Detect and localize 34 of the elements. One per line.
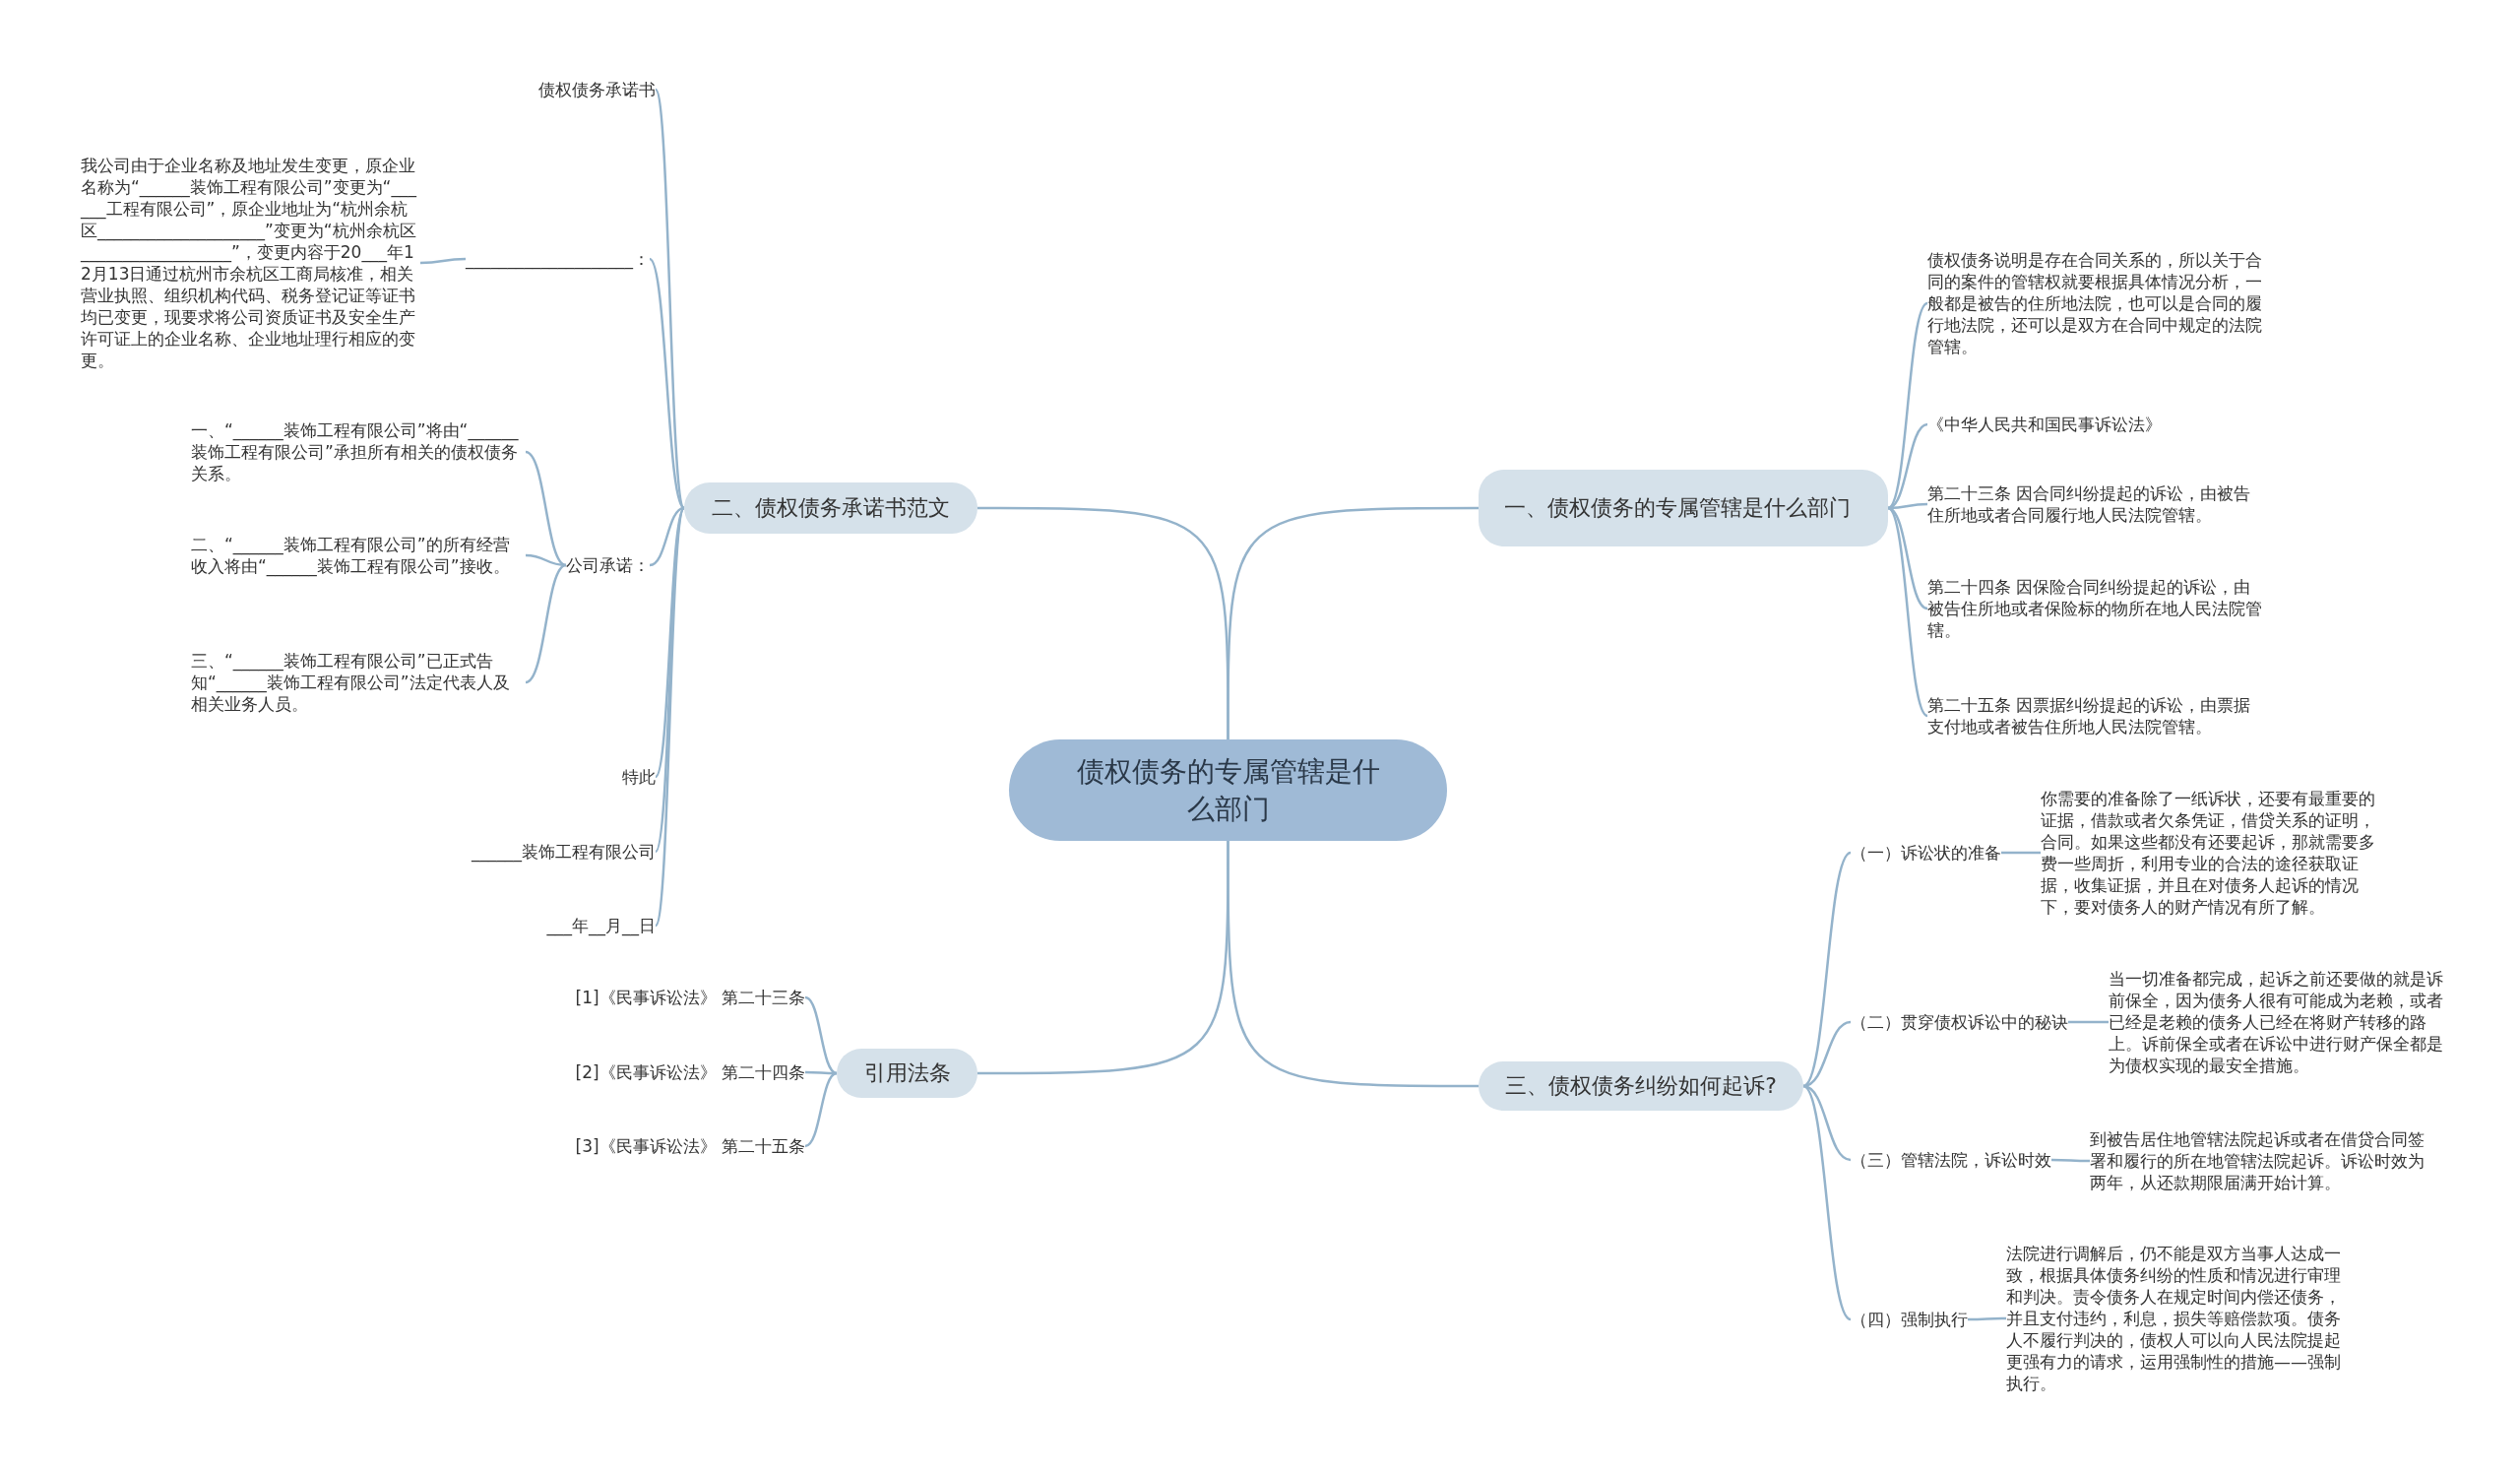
connector-line (1887, 507, 1928, 717)
connector-line (525, 450, 567, 567)
connector-line (2051, 1158, 2090, 1163)
connector-line (1887, 506, 1928, 610)
connector-line (525, 563, 567, 684)
subtopic-text: 我公司由于企业名称及地址发生变更，原企业名称为“______装饰工程有限公司”变更为“______工程有限公司”，原企业地址为“杭州余杭区____________________”变更为“杭州余杭区__________________”，变更内容于20___年12月13日通过杭州市余杭区工商局核准，相关营业执照、组织机构代码、税务登记证等证书均已变更，现要求将公司资质证书及安全生产许可证上的企业名称、企业地址理行相应的变更。 (81, 155, 420, 371)
connector-line (977, 841, 1229, 1075)
subtopic-text: ______装饰工程有限公司 (472, 841, 656, 863)
connector-line (977, 506, 1229, 739)
central-topic: 债权债务的专属管辖是什么部门 (1009, 739, 1447, 841)
connector-line (2001, 851, 2041, 855)
main-topic: 三、债权债务纠纷如何起诉? (1479, 1061, 1803, 1111)
connector-line (1802, 1085, 1852, 1320)
connector-line (1802, 852, 1852, 1087)
connector-line (649, 258, 685, 509)
connector-line (420, 257, 466, 265)
connector-line (1887, 302, 1928, 509)
subtopic-text: ___年__月__日 (546, 915, 656, 936)
main-topic: 二、债权债务承诺书范文 (684, 482, 977, 534)
connector-line (805, 1070, 837, 1075)
subtopic-text: 债权债务承诺书 (538, 79, 656, 100)
subtopic-text: [2]《民事诉讼法》 第二十四条 (575, 1061, 805, 1083)
connector-line (804, 1071, 838, 1148)
main-topic: 引用法条 (837, 1049, 977, 1098)
connector-line (1968, 1316, 2006, 1321)
connector-line (649, 506, 685, 567)
subtopic-text: [1]《民事诉讼法》 第二十三条 (575, 987, 805, 1008)
connector-line (804, 995, 838, 1075)
connector-line (2068, 1020, 2109, 1024)
subtopic-text: [3]《民事诉讼法》 第二十五条 (575, 1135, 805, 1157)
connector-line (1802, 1084, 1852, 1162)
connector-line (1802, 1020, 1852, 1088)
main-topic: 一、债权债务的专属管辖是什么部门 (1479, 470, 1888, 546)
subtopic-text: 特此 (622, 766, 656, 788)
